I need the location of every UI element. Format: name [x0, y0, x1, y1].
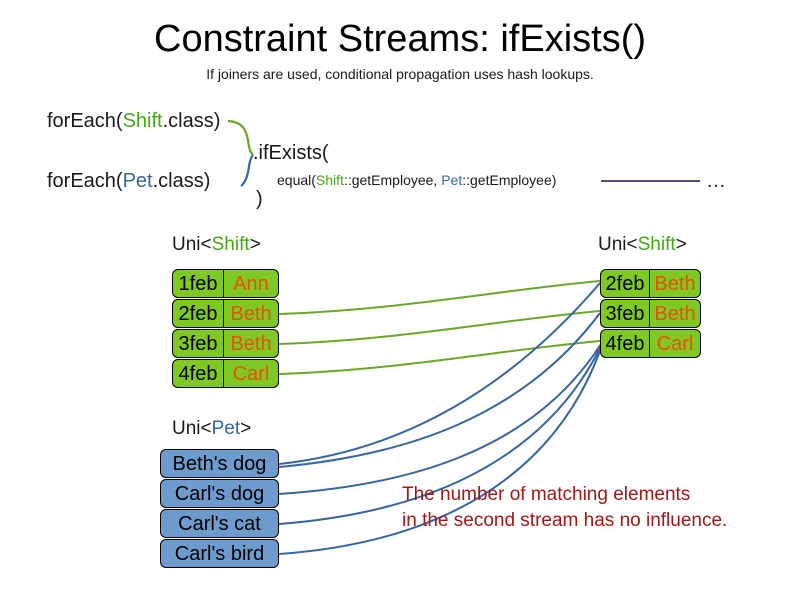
pet-name: Carl's dog	[174, 482, 265, 505]
code-foreach-pet-suffix: .class)	[152, 170, 211, 192]
row-name: Beth	[230, 332, 272, 355]
match-line-3feb	[278, 310, 601, 345]
table-row[interactable]: 2feb Beth	[172, 299, 279, 328]
brace-green-arm	[227, 119, 254, 156]
page-title: Constraint Streams: ifExists()	[154, 18, 646, 60]
code-foreach-pet-prefix: forEach(	[47, 170, 123, 192]
probe-line-carls-cat-4feb	[278, 345, 602, 525]
left-shift-label-type: Shift	[211, 234, 250, 255]
pet-label-suffix: >	[240, 418, 252, 439]
row-date: 1feb	[173, 270, 225, 297]
pet-table-label: Uni<Pet>	[172, 418, 251, 440]
code-foreach-pet: forEach(Pet.class)	[47, 170, 210, 193]
code-foreach-shift-suffix: .class)	[162, 110, 221, 132]
table-row[interactable]: 3feb Beth	[600, 299, 701, 328]
probe-line-carls-bird-4feb	[278, 347, 602, 555]
table-row[interactable]: 4feb Carl	[600, 329, 701, 358]
row-date: 4feb	[173, 360, 225, 387]
left-shift-label-prefix: Uni<	[172, 234, 212, 255]
code-foreach-shift-prefix: forEach(	[47, 110, 123, 132]
code-equal-joiner: equal(Shift::getEmployee, Pet::getEmploy…	[277, 172, 556, 188]
left-shift-label-suffix: >	[249, 234, 261, 255]
code-equal-mid: ::getEmployee,	[343, 172, 442, 188]
row-date: 4feb	[601, 330, 651, 357]
code-equal-suffix: ::getEmployee)	[462, 172, 557, 188]
caption-line-2: in the second stream has no influence.	[402, 510, 728, 531]
pet-name: Carl's cat	[178, 512, 261, 535]
table-row[interactable]: 3feb Beth	[172, 329, 279, 358]
right-shift-label-suffix: >	[675, 234, 687, 255]
code-close-paren: )	[256, 188, 263, 210]
right-shift-label-type: Shift	[637, 234, 676, 255]
row-date: 2feb	[601, 270, 651, 297]
page-subtitle: If joiners are used, conditional propaga…	[206, 66, 594, 82]
code-foreach-shift-type: Shift	[122, 110, 163, 132]
pet-name: Carl's bird	[174, 542, 265, 565]
list-item[interactable]: Beth's dog	[160, 449, 279, 478]
code-equal-right-type: Pet	[441, 172, 463, 188]
code-equal-prefix: equal(	[277, 172, 316, 188]
row-name: Beth	[654, 272, 696, 295]
table-row[interactable]: 4feb Carl	[172, 359, 279, 388]
row-name: Carl	[232, 362, 270, 385]
match-line-4feb	[278, 340, 601, 375]
probe-line-carls-dog-4feb	[278, 343, 602, 495]
list-item[interactable]: Carl's cat	[160, 509, 279, 538]
row-name: Carl	[656, 332, 694, 355]
code-ellipsis: …	[706, 170, 726, 192]
row-name: Beth	[654, 302, 696, 325]
list-item[interactable]: Carl's bird	[160, 539, 279, 568]
table-row[interactable]: 2feb Beth	[600, 269, 701, 298]
caption-note: The number of matching elements in the s…	[402, 482, 727, 534]
row-date: 3feb	[601, 300, 651, 327]
row-date: 2feb	[173, 300, 225, 327]
row-date: 3feb	[173, 330, 225, 357]
pet-name: Beth's dog	[172, 452, 267, 475]
list-item[interactable]: Carl's dog	[160, 479, 279, 508]
caption-line-1: The number of matching elements	[402, 484, 691, 505]
left-shift-table-label: Uni<Shift>	[172, 234, 261, 256]
pet-label-prefix: Uni<	[172, 418, 212, 439]
code-foreach-shift: forEach(Shift.class)	[47, 110, 220, 133]
probe-line-beths-dog-2feb	[278, 282, 601, 465]
code-ifexists-call: .ifExists(	[253, 142, 329, 164]
match-line-2feb	[278, 280, 601, 315]
code-equal-left-type: Shift	[315, 172, 344, 188]
code-foreach-pet-type: Pet	[122, 170, 153, 192]
pet-label-type: Pet	[211, 418, 241, 439]
right-shift-label-prefix: Uni<	[598, 234, 638, 255]
brace-blue-arm	[240, 154, 254, 187]
row-name: Beth	[230, 302, 272, 325]
row-name: Ann	[233, 272, 269, 295]
probe-line-beths-dog-3feb	[278, 312, 601, 468]
table-row[interactable]: 1feb Ann	[172, 269, 279, 298]
right-shift-table-label: Uni<Shift>	[598, 234, 687, 256]
